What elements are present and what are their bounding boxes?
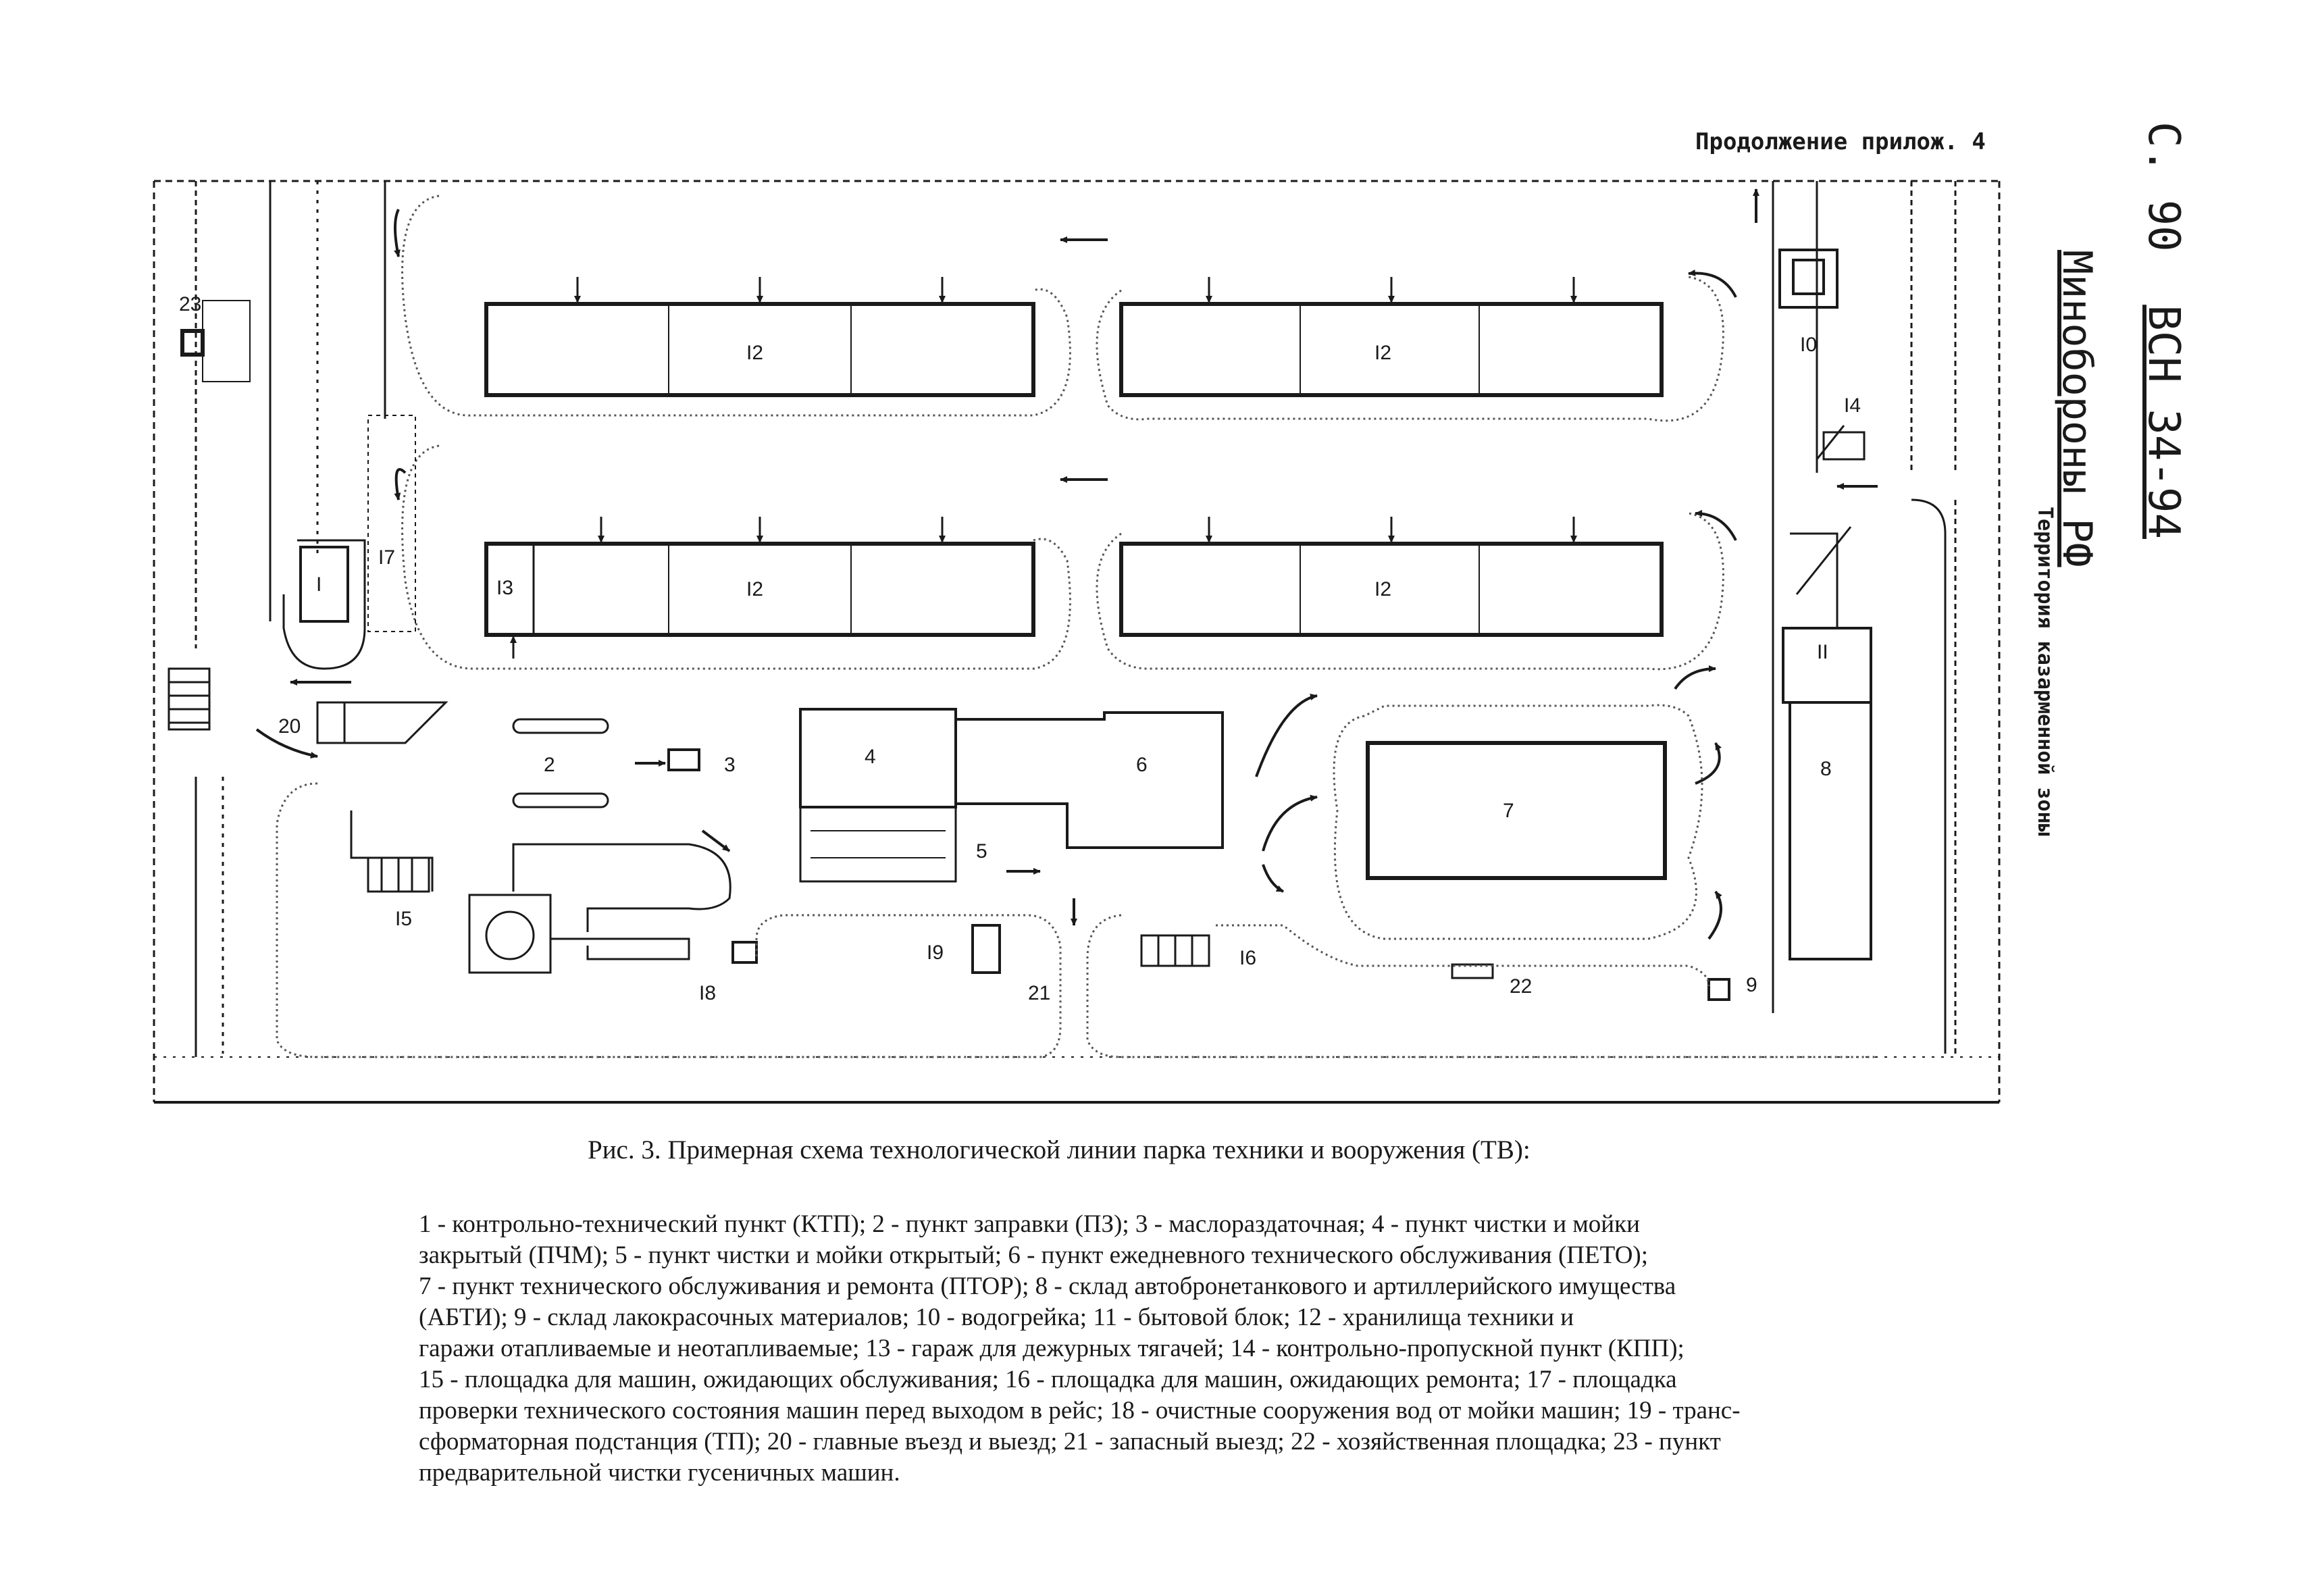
oil-dispensing-3 [667,748,700,771]
figure-legend: 1 - контрольно-технический пункт (КТП); … [419,1209,1884,1489]
checkpoint-14 [1816,425,1866,461]
doc-code: ВСН 34-94 [2138,305,2188,539]
paint-store-9 [1707,978,1730,1001]
label-8: 8 [1820,758,1832,780]
storage-block-12-top-right [1096,276,1724,422]
continuation-note: Продолжение прилож. 4 [1695,128,1986,155]
label-4: 4 [865,746,876,768]
left-road [195,181,386,1057]
fueling-point-2 [512,718,609,808]
treatment-18 [468,843,758,974]
site-boundary [153,180,2001,1104]
label-16: I6 [1239,947,1256,969]
repair-waiting-16 [1140,934,1210,967]
label-12b: I2 [1374,342,1391,364]
label-5: 5 [976,840,987,863]
page-number: С. 90 [2138,122,2188,252]
legend-line: проверки технического состояния машин пе… [419,1397,1741,1424]
transformer-19 [971,924,1001,974]
legend-line: закрытый (ПЧМ); 5 - пункт чистки и мойки… [419,1241,1649,1269]
legend-line: 15 - площадка для машин, ожидающих обслу… [419,1366,1677,1393]
label-23: 23 [179,293,201,315]
warehouse-8 [1782,526,1872,960]
storage-block-12-top-left [401,195,1071,417]
storage-block-12-bottom-right [1096,512,1724,671]
legend-line: сформаторная подстанция (ТП); 20 - главн… [419,1428,1721,1456]
legend-line: (АБТИ); 9 - склад лакокрасочных материал… [419,1304,1574,1331]
figure-caption: Рис. 3. Примерная схема технологической … [588,1135,1531,1164]
label-21: 21 [1028,982,1050,1004]
lower-road [276,782,1878,1058]
label-7: 7 [1503,800,1514,822]
traffic-arrows [255,188,1878,940]
inspection-area-17 [367,415,416,632]
repair-7 [1333,704,1703,940]
label-6: 6 [1136,754,1148,776]
label-17: I7 [378,546,395,569]
label-15: I5 [395,908,412,930]
legend-line: гаражи отапливаемые и неотапливаемые; 13… [419,1335,1685,1362]
label-20: 20 [278,715,301,738]
label-18: I8 [699,982,716,1004]
daily-maintenance-6 [956,711,1224,849]
right-road [1772,181,1957,1054]
kpt-1-building [282,539,366,670]
plan-labels: I 2 3 4 5 6 7 8 9 I0 II I2 I2 I2 I2 I3 I… [179,293,1861,1004]
label-2: 2 [544,754,555,776]
label-10: I0 [1800,334,1817,356]
waiting-area-15 [350,810,434,893]
legend-line: 1 - контрольно-технический пункт (КТП); … [419,1210,1640,1238]
washing-closed-4 [799,708,957,883]
label-19: I9 [927,942,944,964]
label-9: 9 [1746,974,1757,996]
label-11: II [1817,641,1828,663]
main-gate-20 [168,667,448,744]
entry-arrows [510,277,1577,659]
page-reference: С. 90 ВСН 34-94 [2138,122,2188,539]
label-12a: I2 [746,342,763,364]
track-cleaning-23 [180,300,251,382]
ministry-label: Минобороны РФ [2053,250,2101,567]
label-12d: I2 [1374,578,1391,600]
boiler-10 [1778,249,1839,309]
label-22: 22 [1510,975,1532,998]
label-13: I3 [496,577,513,599]
label-14: I4 [1844,394,1861,417]
storage-block-12-bottom-left [401,444,1071,670]
label-1: I [316,573,322,596]
label-12c: I2 [746,578,763,600]
barracks-zone-label: Территория казарменной зоны [2033,507,2057,836]
label-3: 3 [724,754,736,776]
legend-line: предварительной чистки гусеничных машин. [419,1459,900,1487]
legend-line: 7 - пункт технического обслуживания и ре… [419,1272,1676,1300]
utility-area-22 [1451,963,1494,979]
